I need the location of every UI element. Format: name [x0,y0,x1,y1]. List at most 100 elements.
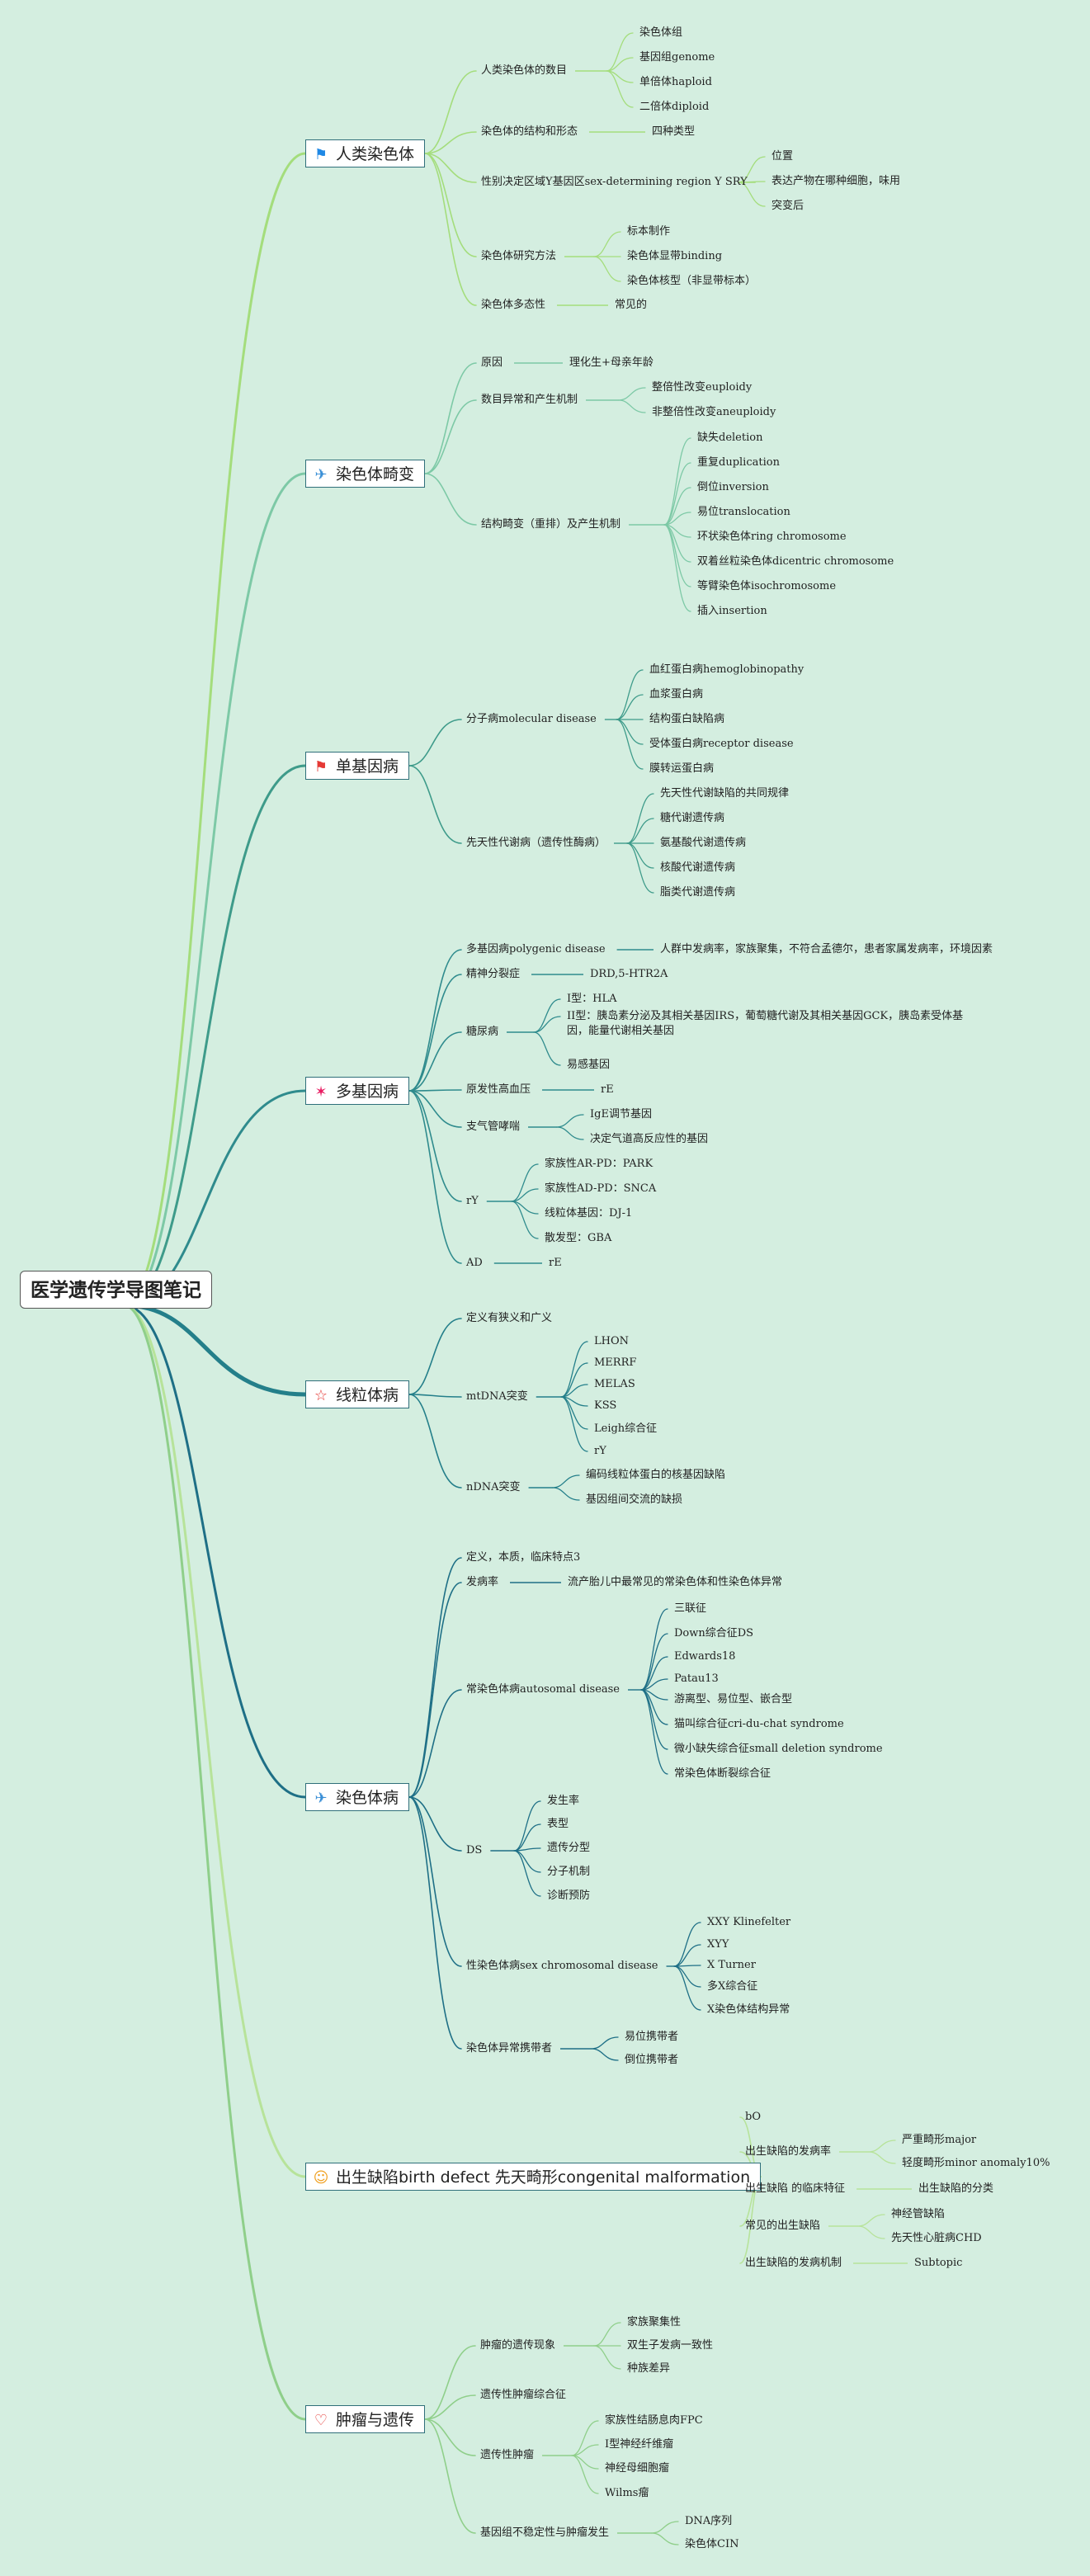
leaf-topic[interactable]: 基因组genome [639,51,715,64]
leaf-topic[interactable]: 散发型：GBA [545,1232,612,1244]
leaf-topic[interactable]: 突变后 [771,200,805,212]
leaf-topic[interactable]: 二倍体diploid [639,101,710,113]
leaf-topic[interactable]: Down综合征DS [674,1627,754,1639]
leaf-topic[interactable]: rE [601,1083,614,1096]
leaf-topic[interactable]: 发生率 [547,1795,580,1807]
subtopic[interactable]: 基因组不稳定性与肿瘤发生 [480,2526,610,2539]
branch-topic[interactable]: ☆线粒体病 [305,1380,410,1408]
subtopic[interactable]: 肿瘤的遗传现象 [480,2339,556,2352]
leaf-topic[interactable]: 家族聚集性 [627,2316,682,2328]
subtopic[interactable]: 人类染色体的数目 [481,64,568,77]
leaf-topic[interactable]: 家族性AR-PD：PARK [545,1158,654,1170]
leaf-topic[interactable]: XYY [707,1938,729,1951]
leaf-topic[interactable]: 编码线粒体蛋白的核基因缺陷 [586,1469,726,1481]
leaf-topic[interactable]: 线粒体基因：DJ-1 [545,1207,633,1220]
leaf-topic[interactable]: 决定气道高反应性的基因 [590,1133,709,1145]
subtopic[interactable]: 出生缺陷 的临床特征 [745,2182,846,2195]
subtopic[interactable]: 定义有狭义和广义 [466,1312,553,1324]
leaf-topic[interactable]: 糖代谢遗传病 [660,812,725,824]
subtopic[interactable]: 多基因病polygenic disease [466,943,606,955]
leaf-topic[interactable]: 表型 [547,1818,569,1830]
subtopic[interactable]: 性染色体病sex chromosomal disease [466,1960,658,1972]
subtopic[interactable]: 精神分裂症 [466,968,521,980]
subtopic[interactable]: 性别决定区域Y基因区sex-determining region Y SRY [481,176,748,188]
subtopic[interactable]: 出生缺陷的发病机制 [745,2257,842,2269]
leaf-topic[interactable]: 三联征 [674,1602,707,1615]
branch-topic[interactable]: ☺出生缺陷birth defect 先天畸形congenital malform… [305,2163,762,2191]
leaf-topic[interactable]: 缺失deletion [697,432,763,444]
subtopic[interactable]: 支气管哮喘 [466,1121,521,1133]
subtopic[interactable]: 原因 [481,356,503,369]
leaf-topic[interactable]: 受体蛋白病receptor disease [649,738,794,750]
leaf-topic[interactable]: IgE调节基因 [590,1108,652,1121]
leaf-topic[interactable]: 脂类代谢遗传病 [660,886,736,899]
leaf-topic[interactable]: 倒位携带者 [625,2054,679,2066]
leaf-topic[interactable]: 常见的 [615,299,648,311]
leaf-topic[interactable]: DNA序列 [685,2515,733,2527]
leaf-topic[interactable]: 严重畸形major [902,2134,977,2146]
leaf-topic[interactable]: 核酸代谢遗传病 [660,861,736,874]
leaf-topic[interactable]: 出生缺陷的分类 [918,2182,994,2195]
leaf-topic[interactable]: 家族性结肠息肉FPC [605,2414,703,2427]
subtopic[interactable]: 出生缺陷的发病率 [745,2145,832,2158]
subtopic[interactable]: 定义，本质，临床特点3 [466,1551,581,1564]
subtopic[interactable]: 糖尿病 [466,1026,499,1038]
leaf-topic[interactable]: 非整倍性改变aneuploidy [652,406,776,418]
leaf-topic[interactable]: 易位translocation [697,506,790,518]
subtopic[interactable]: 染色体的结构和形态 [481,125,578,138]
leaf-topic[interactable]: 诊断预防 [547,1890,591,1902]
leaf-topic[interactable]: 标本制作 [627,225,671,238]
leaf-topic[interactable]: KSS [594,1399,617,1412]
leaf-topic[interactable]: II型：胰岛素分泌及其相关基因IRS，葡萄糖代谢及其相关基因GCK，胰岛素受体基… [567,1010,964,1037]
leaf-topic[interactable]: 理化生+母亲年龄 [569,356,654,369]
leaf-topic[interactable]: 易感基因 [567,1059,611,1071]
subtopic[interactable]: 分子病molecular disease [466,713,597,725]
subtopic[interactable]: bO [745,2111,761,2123]
leaf-topic[interactable]: 神经母细胞瘤 [605,2462,670,2475]
leaf-topic[interactable]: DRD,5-HTR2A [590,968,668,980]
subtopic[interactable]: 遗传性肿瘤 [480,2449,535,2461]
leaf-topic[interactable]: 膜转运蛋白病 [649,762,715,775]
leaf-topic[interactable]: 血红蛋白病hemoglobinopathy [649,663,805,676]
subtopic[interactable]: nDNA突变 [466,1481,521,1493]
branch-topic[interactable]: ⚑单基因病 [305,752,410,780]
branch-topic[interactable]: ✈染色体畸变 [305,460,426,488]
leaf-topic[interactable]: 染色体核型（非显带标本） [627,275,757,287]
leaf-topic[interactable]: 重复duplication [697,456,780,469]
branch-topic[interactable]: ♡肿瘤与遗传 [305,2405,426,2433]
leaf-topic[interactable]: 位置 [771,150,794,163]
leaf-topic[interactable]: Patau13 [674,1673,719,1685]
leaf-topic[interactable]: 等臂染色体isochromosome [697,580,837,592]
leaf-topic[interactable]: 染色体组 [639,26,683,39]
leaf-topic[interactable]: Edwards18 [674,1650,736,1663]
leaf-topic[interactable]: Subtopic [914,2257,963,2269]
leaf-topic[interactable]: 微小缺失综合征small deletion syndrome [674,1743,883,1755]
leaf-topic[interactable]: 整倍性改变euploidy [652,381,753,394]
branch-topic[interactable]: ⚑人类染色体 [305,139,426,167]
leaf-topic[interactable]: 常染色体断裂综合征 [674,1767,771,1780]
subtopic[interactable]: 染色体研究方法 [481,250,557,262]
leaf-topic[interactable]: 双着丝粒染色体dicentric chromosome [697,555,894,568]
leaf-topic[interactable]: 轻度畸形minor anomaly10% [902,2157,1050,2169]
subtopic[interactable]: 结构畸变（重排）及产生机制 [481,518,621,531]
leaf-topic[interactable]: 遗传分型 [547,1842,591,1854]
leaf-topic[interactable]: 结构蛋白缺陷病 [649,713,725,725]
subtopic[interactable]: 染色体多态性 [481,299,546,311]
leaf-topic[interactable]: XXY Klinefelter [707,1916,791,1928]
subtopic[interactable]: 常见的出生缺陷 [745,2220,821,2232]
leaf-topic[interactable]: 四种类型 [652,125,696,138]
leaf-topic[interactable]: 家族性AD-PD：SNCA [545,1182,657,1195]
leaf-topic[interactable]: 人群中发病率，家族聚集，不符合孟德尔，患者家属发病率，环境因素 [660,943,993,955]
leaf-topic[interactable]: 表达产物在哪种细胞，味用 [771,175,901,187]
subtopic[interactable]: 常染色体病autosomal disease [466,1683,620,1696]
leaf-topic[interactable]: 分子机制 [547,1866,591,1878]
leaf-topic[interactable]: I型：HLA [567,993,617,1005]
subtopic[interactable]: 染色体异常携带者 [466,2042,553,2055]
leaf-topic[interactable]: I型神经纤维瘤 [605,2438,674,2451]
leaf-topic[interactable]: rE [549,1257,562,1269]
leaf-topic[interactable]: LHON [594,1335,630,1347]
root-topic[interactable]: 医学遗传学导图笔记 [20,1271,212,1309]
subtopic[interactable]: mtDNA突变 [466,1390,528,1403]
subtopic[interactable]: 发病率 [466,1576,499,1588]
leaf-topic[interactable]: 染色体CIN [685,2538,739,2550]
